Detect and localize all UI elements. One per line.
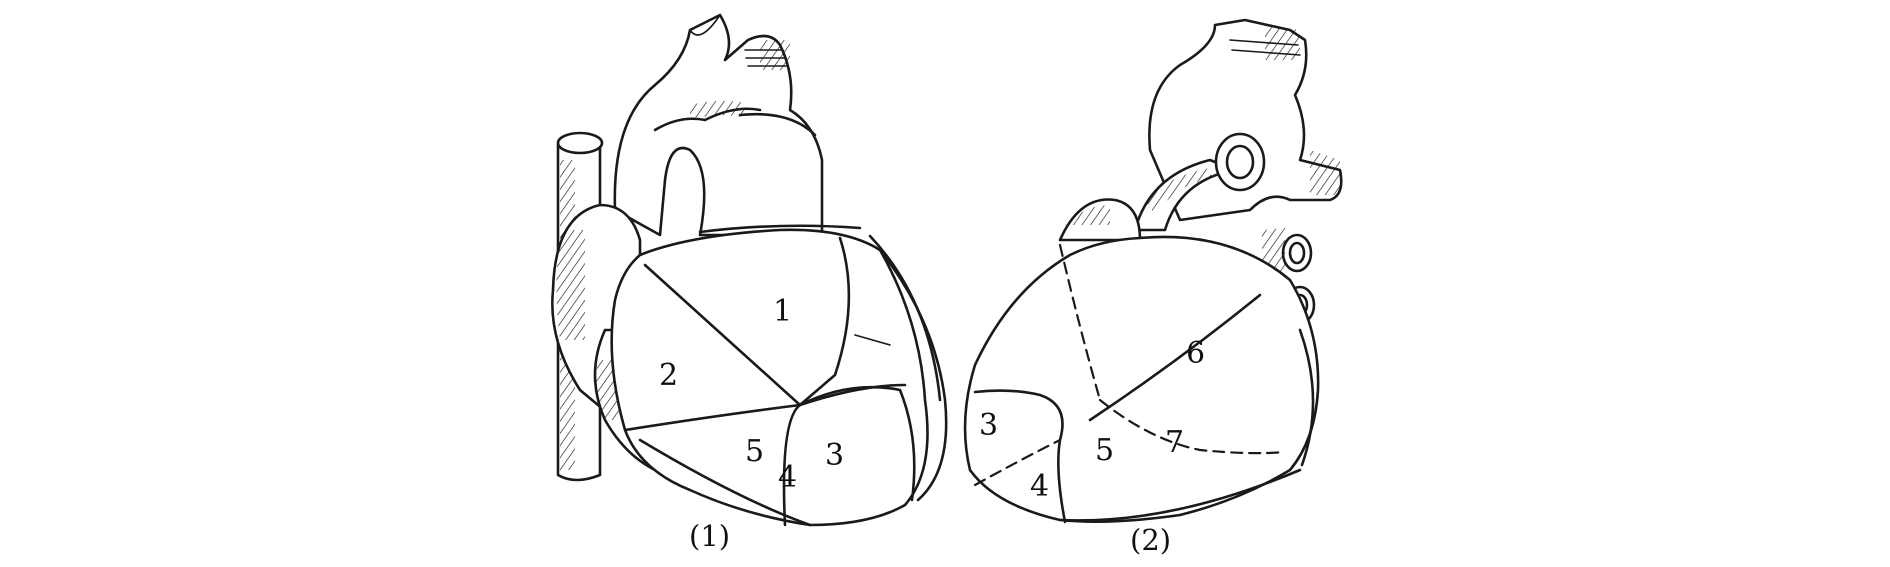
fig2-region-3: 3 [979,408,998,443]
ventricle-outline-2 [963,235,1320,523]
heart-figure-1: 1 2 5 4 3 (1) [551,13,948,553]
fig2-region-5: 5 [1095,433,1114,468]
fig2-region-4: 4 [1030,469,1049,504]
aortic-arch [613,13,824,237]
fig1-region-5: 5 [745,434,764,469]
fig1-region-4: 4 [778,460,797,495]
fig2-region-6: 6 [1186,336,1205,371]
fig1-caption: (1) [689,519,730,553]
heart-figure-2: 3 4 5 7 6 (2) [963,18,1343,557]
fig2-region-7: 7 [1165,425,1184,460]
fig2-caption: (2) [1130,523,1171,557]
fig1-region-2: 2 [659,358,678,393]
fig1-region-1: 1 [773,294,792,329]
fig1-region-3: 3 [825,438,844,473]
